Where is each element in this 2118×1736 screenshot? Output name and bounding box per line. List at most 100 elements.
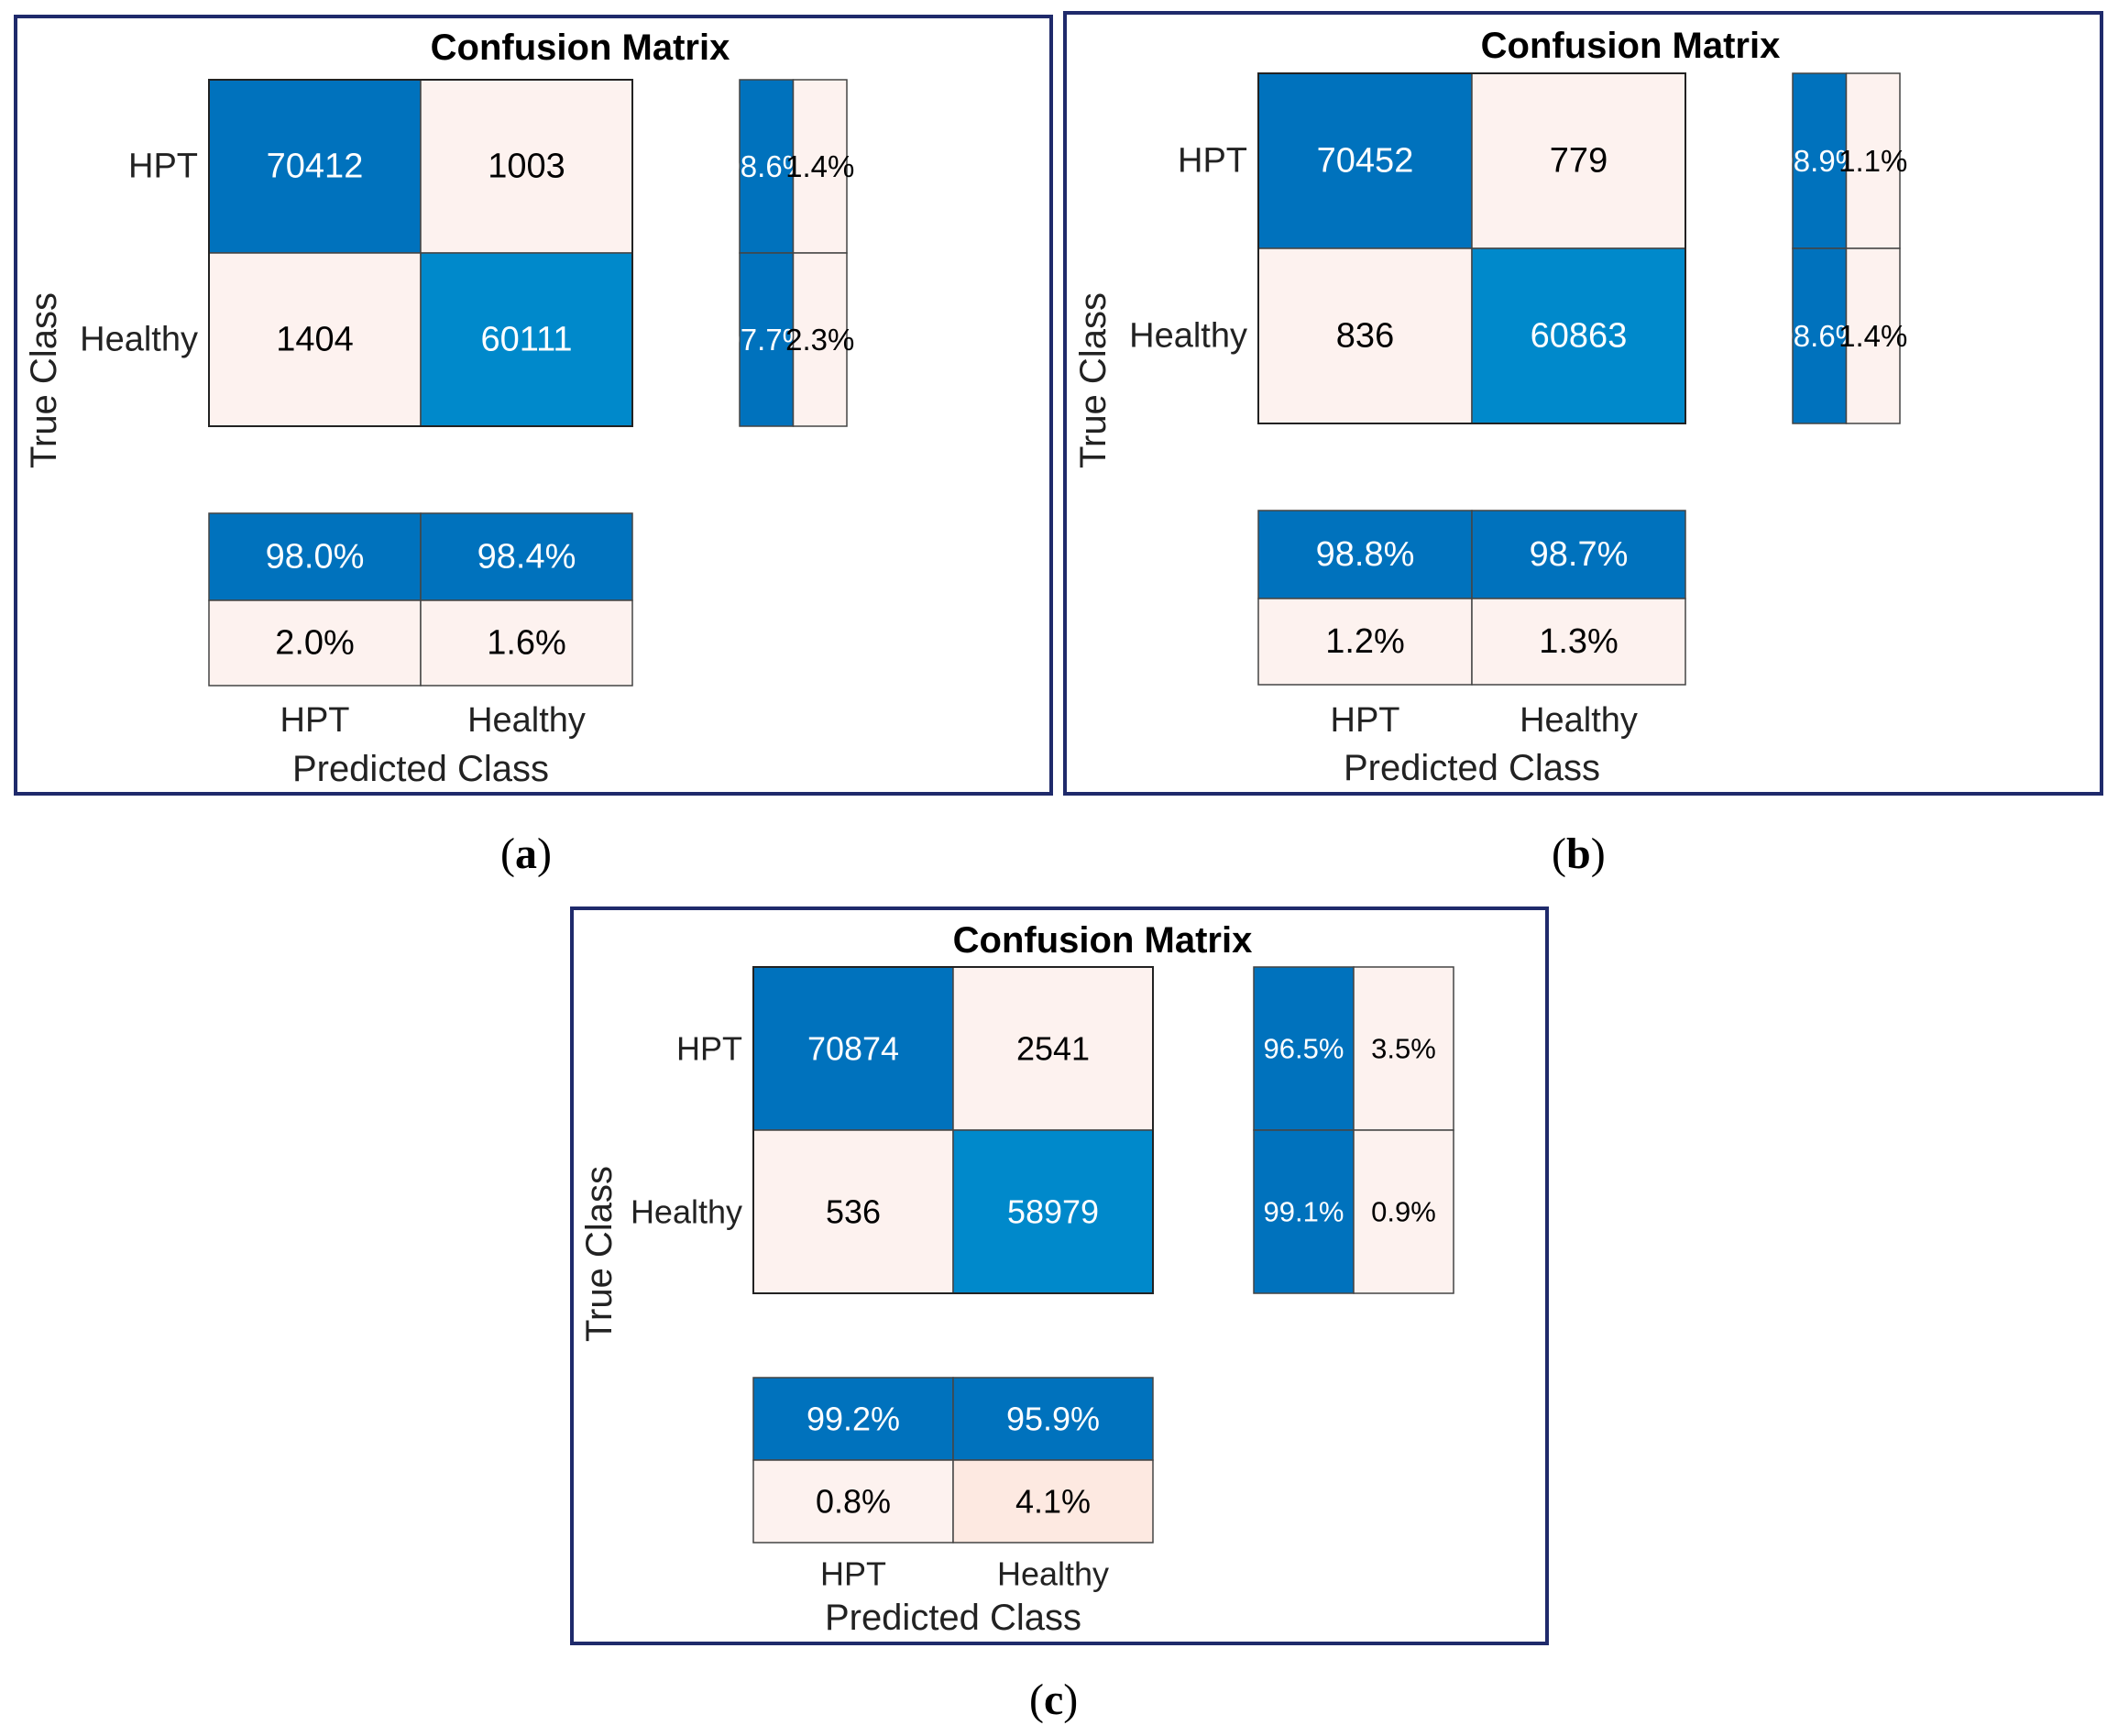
panel-c-row-summary-cell-r1c0	[1253, 1129, 1355, 1294]
panel-b-cell-r1c1	[1471, 247, 1686, 424]
panel-c-row-summary-value-r0c0: 96.5%	[1264, 1033, 1344, 1065]
panel-b-row-summary-value-r0c1: 1.1%	[1838, 144, 1907, 178]
panel-c-ytick-0: HPT	[676, 1030, 742, 1068]
panel-a-matrix-border	[208, 79, 633, 427]
panel-b-col-summary-cell-r0c0	[1257, 510, 1473, 599]
panel-c-ytick-1: Healthy	[631, 1193, 742, 1231]
panel-a-col-summary-value-r0c1: 98.4%	[477, 538, 576, 577]
panel-b-cell-r0c0	[1257, 72, 1473, 249]
panel-a-col-summary-value-r0c0: 98.0%	[266, 538, 365, 577]
panel-label-a: (a)	[500, 830, 552, 878]
panel-label-a-letter: a	[514, 830, 537, 878]
panel-a-row-summary-cell-r0c0	[739, 79, 795, 254]
panel-b-row-summary-cell-r1c0	[1792, 247, 1848, 424]
panel-c-cell-value-r1c1: 58979	[1007, 1193, 1099, 1231]
panel-a-row-summary-cell-r0c1	[792, 79, 848, 254]
panel-a-cell-value-r0c1: 1003	[488, 148, 565, 186]
panel-b-col-summary-cell-r0c1	[1471, 510, 1686, 599]
panel-b-frame	[1063, 11, 2103, 796]
panel-b-cell-value-r1c1: 60863	[1531, 317, 1628, 356]
panel-c-chart: Confusion Matrix 70874 2541 536 58979 96.5% 3.…	[570, 906, 1549, 1645]
panel-b-title: Confusion Matrix	[1481, 26, 1781, 66]
panel-b-col-summary-value-r1c1: 1.3%	[1539, 622, 1619, 661]
panel-c-col-summary-value-r0c0: 99.2%	[807, 1401, 900, 1438]
panel-c-xtick-0: HPT	[820, 1555, 886, 1593]
panel-b-cell-r1c0	[1257, 247, 1473, 424]
panel-c-col-summary-cell-r1c1	[952, 1459, 1154, 1544]
panel-a-row-summary-value-r1c1: 2.3%	[785, 323, 854, 357]
panel-a-col-summary-cell-r0c1	[420, 512, 633, 601]
panel-a-cell-value-r0c0: 70412	[267, 148, 364, 186]
panel-label-c-letter: c	[1043, 1676, 1064, 1724]
panel-b-row-summary-value-r1c1: 1.4%	[1838, 319, 1907, 353]
panel-a-frame	[14, 15, 1053, 796]
panel-a-col-summary-cell-r1c1	[420, 599, 633, 687]
panel-label-c: (c)	[1029, 1676, 1079, 1724]
panel-c-col-summary-cell-r0c0	[752, 1377, 954, 1461]
panel-c-row-summary-cell-r0c0	[1253, 966, 1355, 1131]
panel-b-row-summary-cell-r0c1	[1845, 72, 1901, 249]
panel-c-title: Confusion Matrix	[953, 920, 1253, 961]
panel-c-matrix-border	[752, 966, 1154, 1294]
panel-a-row-summary-cell-r1c0	[739, 252, 795, 427]
panel-a-cell-r1c1	[420, 252, 633, 427]
panel-a-row-summary-cell-r1c1	[792, 252, 848, 427]
panel-b-col-summary-value-r0c0: 98.8%	[1316, 535, 1415, 574]
panel-a-cell-value-r1c0: 1404	[276, 321, 354, 359]
panel-b-col-summary-cell-r1c1	[1471, 598, 1686, 686]
panel-b-xtick-1: Healthy	[1520, 701, 1638, 740]
panel-c-cell-r1c1	[952, 1129, 1154, 1294]
panel-a-col-summary-value-r1c0: 2.0%	[275, 624, 355, 663]
panel-b-col-summary-value-r1c0: 1.2%	[1325, 622, 1405, 661]
panel-b-ytick-0: HPT	[1178, 142, 1247, 181]
panel-c-row-summary-value-r0c1: 3.5%	[1371, 1033, 1436, 1065]
panel-b-cell-value-r0c0: 70452	[1317, 142, 1414, 181]
panel-a-col-summary-value-r1c1: 1.6%	[487, 624, 566, 663]
panel-b-ylabel: True Class	[1073, 292, 1114, 468]
panel-a-xtick-1: Healthy	[467, 701, 586, 740]
panel-c-row-summary-value-r1c0: 99.1%	[1264, 1196, 1344, 1228]
panel-a-cell-r1c0	[208, 252, 422, 427]
panel-a-cell-value-r1c1: 60111	[480, 321, 572, 359]
panel-c-row-summary-value-r1c1: 0.9%	[1371, 1196, 1436, 1228]
panel-c-col-summary-value-r0c1: 95.9%	[1006, 1401, 1100, 1438]
panel-c-cell-r0c0	[752, 966, 954, 1131]
panel-c-xlabel: Predicted Class	[825, 1598, 1081, 1638]
panel-a-title: Confusion Matrix	[431, 27, 730, 68]
panel-c-cell-value-r0c1: 2541	[1016, 1030, 1090, 1068]
panel-b-col-summary-cell-r1c0	[1257, 598, 1473, 686]
panel-c-cell-value-r1c0: 536	[826, 1193, 881, 1231]
panel-a-xtick-0: HPT	[280, 701, 350, 740]
panel-label-b: (b)	[1552, 830, 1606, 878]
panel-b-xtick-0: HPT	[1331, 701, 1400, 740]
panel-b-xlabel: Predicted Class	[1344, 748, 1600, 788]
panel-a-xlabel: Predicted Class	[292, 749, 549, 789]
panel-a-ytick-1: Healthy	[80, 321, 198, 359]
panel-c-col-summary-value-r1c0: 0.8%	[816, 1483, 891, 1521]
panel-c-xtick-1: Healthy	[997, 1555, 1109, 1593]
panel-c-cell-r0c1	[952, 966, 1154, 1131]
panel-c-cell-value-r0c0: 70874	[807, 1030, 899, 1068]
panel-label-b-letter: b	[1565, 830, 1591, 878]
panel-a-col-summary-cell-r1c0	[208, 599, 422, 687]
panel-c-cell-r1c0	[752, 1129, 954, 1294]
panel-a-ytick-0: HPT	[128, 148, 198, 186]
panel-b-cell-value-r1c0: 836	[1336, 317, 1394, 356]
panel-c-frame	[570, 906, 1549, 1645]
panel-a-ylabel: True Class	[24, 292, 64, 468]
panel-b-ytick-1: Healthy	[1129, 317, 1247, 356]
panel-c-col-summary-cell-r0c1	[952, 1377, 1154, 1461]
panel-a-row-summary-value-r0c1: 1.4%	[785, 149, 854, 183]
panel-b-col-summary-value-r0c1: 98.7%	[1530, 535, 1629, 574]
panel-c-row-summary-cell-r0c1	[1353, 966, 1454, 1131]
panel-b-cell-value-r0c1: 779	[1550, 142, 1608, 181]
panel-c-row-summary-cell-r1c1	[1353, 1129, 1454, 1294]
panel-b-row-summary-cell-r1c1	[1845, 247, 1901, 424]
panel-b-matrix-border	[1257, 72, 1686, 424]
panel-c-ylabel: True Class	[579, 1166, 620, 1342]
panel-a-cell-r0c1	[420, 79, 633, 254]
panel-c-col-summary-value-r1c1: 4.1%	[1015, 1483, 1091, 1521]
